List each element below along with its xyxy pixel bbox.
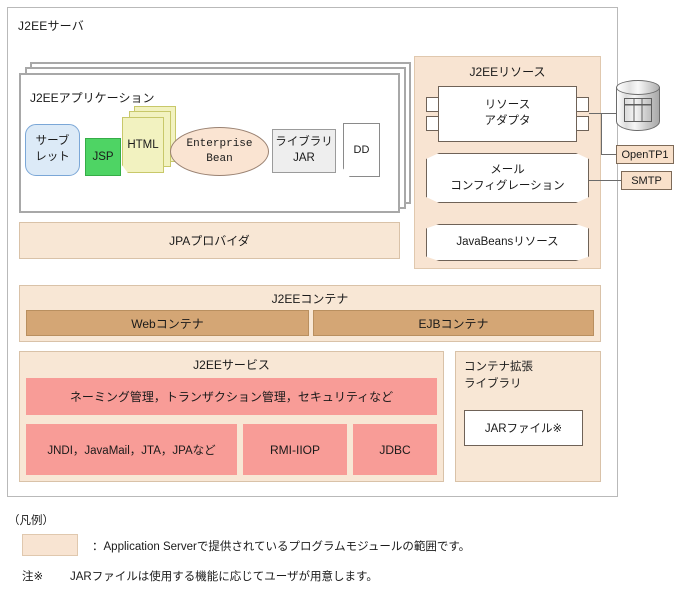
mail-config-line1: メール bbox=[490, 163, 525, 176]
jar-file-box: JARファイル※ bbox=[464, 410, 583, 446]
j2ee-service-title: J2EEサービス bbox=[193, 358, 270, 372]
library-jar-line1: ライブラリ bbox=[275, 136, 333, 149]
jpa-provider-box: JPAプロバイダ bbox=[19, 222, 400, 259]
service-rmi-iiop-box: RMI-IIOP bbox=[243, 424, 347, 475]
connector-adapter-to-opentp1 bbox=[601, 154, 616, 155]
smtp-external-box: SMTP bbox=[621, 171, 672, 190]
connector-adapter-vertical bbox=[601, 113, 602, 155]
resource-adapter-component: リソース アダプタ bbox=[426, 86, 589, 142]
servlet-label-line1: サーブ bbox=[35, 135, 70, 148]
j2ee-application-title: J2EEアプリケーション bbox=[30, 91, 155, 105]
database-top-ellipse bbox=[616, 80, 660, 95]
j2ee-server-title: J2EEサーバ bbox=[18, 19, 84, 33]
enterprise-bean-component: Enterprise Bean bbox=[170, 127, 269, 176]
mail-configuration-component: メール コンフィグレーション bbox=[426, 153, 589, 203]
legend-color-swatch bbox=[22, 534, 78, 556]
extlib-title-line1: コンテナ拡張 bbox=[464, 361, 533, 373]
note-label: 注※ bbox=[22, 571, 44, 583]
dd-document-icon: DD bbox=[343, 123, 380, 177]
opentp1-external-box: OpenTP1 bbox=[616, 145, 674, 164]
ejb-container-box: EJBコンテナ bbox=[313, 310, 594, 336]
jsp-component: JSP bbox=[85, 138, 121, 176]
service-naming-transaction-security-box: ネーミング管理，トランザクション管理，セキュリティなど bbox=[26, 378, 437, 415]
connector-mail-to-smtp bbox=[589, 180, 621, 181]
enterprise-bean-line2: Bean bbox=[206, 152, 233, 165]
legend-description: ：Application Serverで提供されているプログラムモジュールの範囲… bbox=[92, 541, 471, 553]
container-extension-library-title: コンテナ拡張 ライブラリ bbox=[464, 359, 594, 392]
extlib-title-line2: ライブラリ bbox=[464, 377, 522, 390]
connector-adapter-to-database bbox=[589, 113, 616, 114]
service-jndi-box: JNDI，JavaMail，JTA，JPAなど bbox=[26, 424, 237, 475]
mail-config-line2: コンフィグレーション bbox=[450, 180, 565, 192]
servlet-label-line2: レット bbox=[35, 151, 70, 163]
library-jar-component: ライブラリ JAR bbox=[272, 129, 336, 173]
html-sheet-front: HTML bbox=[122, 117, 164, 173]
resource-adapter-line2: アダプタ bbox=[484, 115, 531, 127]
servlet-component: サーブ レット bbox=[25, 124, 80, 176]
legend-heading: （凡例） bbox=[8, 515, 54, 527]
resource-adapter-tab-right-top bbox=[575, 97, 589, 112]
resource-adapter-body: リソース アダプタ bbox=[438, 86, 577, 142]
enterprise-bean-line1: Enterprise bbox=[186, 138, 253, 151]
javabeans-resource-component: JavaBeansリソース bbox=[426, 224, 589, 261]
service-jdbc-box: JDBC bbox=[353, 424, 437, 475]
html-document-stack: HTML bbox=[118, 106, 178, 178]
library-jar-line2: JAR bbox=[293, 152, 315, 164]
resource-adapter-tab-left-top bbox=[426, 97, 440, 112]
j2ee-container-title: J2EEコンテナ bbox=[271, 292, 349, 306]
note-text: JARファイルは使用する機能に応じてユーザが用意します。 bbox=[70, 571, 378, 583]
resource-adapter-tab-right-bottom bbox=[575, 116, 589, 131]
database-table-grid bbox=[624, 98, 652, 122]
database-cylinder-icon bbox=[616, 80, 660, 136]
web-container-box: Webコンテナ bbox=[26, 310, 309, 336]
resource-adapter-line1: リソース bbox=[484, 99, 531, 112]
resource-adapter-tab-left-bottom bbox=[426, 116, 440, 131]
j2ee-resource-title: J2EEリソース bbox=[469, 65, 546, 79]
